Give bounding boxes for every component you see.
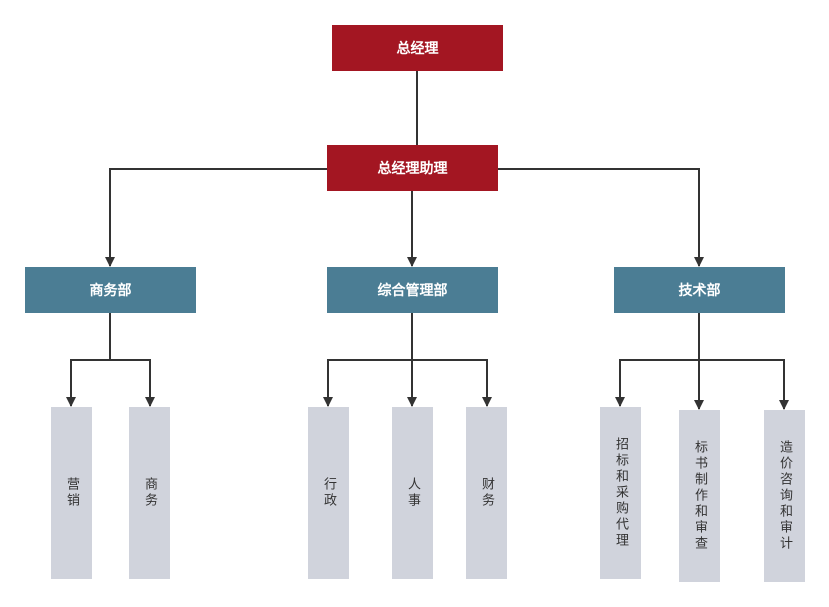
leaf-commerce-label: 商务 — [142, 477, 157, 509]
leaf-costing[interactable]: 造价咨询和审计 — [764, 410, 805, 582]
leaf-marketing-label: 营销 — [64, 477, 79, 509]
leaf-procurement[interactable]: 招标和采购代理 — [600, 407, 641, 579]
leaf-procurement-label: 招标和采购代理 — [613, 437, 628, 549]
assistant-gm-label: 总经理助理 — [377, 161, 448, 177]
connector-assistant-tech — [497, 168, 704, 267]
general-manager-box[interactable]: 总经理 — [332, 25, 503, 71]
connector-business-commerce — [110, 359, 155, 407]
leaf-costing-label: 造价咨询和审计 — [777, 440, 792, 552]
admin-dept-label: 综合管理部 — [377, 283, 448, 299]
leaf-administration-label: 行政 — [321, 477, 336, 509]
business-dept-box[interactable]: 商务部 — [25, 267, 196, 313]
business-dept-label: 商务部 — [89, 283, 132, 299]
leaf-bidding-label: 标书制作和审查 — [692, 440, 707, 552]
general-manager-label: 总经理 — [396, 41, 439, 57]
tech-dept-label: 技术部 — [678, 283, 721, 299]
leaf-hr[interactable]: 人事 — [392, 407, 433, 579]
leaf-commerce[interactable]: 商务 — [129, 407, 170, 579]
connector-business-marketing — [66, 359, 110, 407]
leaf-finance[interactable]: 财务 — [466, 407, 507, 579]
connector-assistant-business — [105, 168, 328, 267]
connector-admin-administration — [323, 359, 412, 407]
leaf-administration[interactable]: 行政 — [308, 407, 349, 579]
connector-tech-costing — [699, 359, 789, 410]
connector-admin-finance — [412, 359, 492, 407]
admin-dept-box[interactable]: 综合管理部 — [327, 267, 498, 313]
connector-tech-procurement — [615, 359, 699, 407]
leaf-hr-label: 人事 — [405, 477, 420, 509]
leaf-finance-label: 财务 — [479, 477, 494, 509]
leaf-marketing[interactable]: 营销 — [51, 407, 92, 579]
assistant-gm-box[interactable]: 总经理助理 — [327, 145, 498, 191]
tech-dept-box[interactable]: 技术部 — [614, 267, 785, 313]
leaf-bidding[interactable]: 标书制作和审查 — [679, 410, 720, 582]
